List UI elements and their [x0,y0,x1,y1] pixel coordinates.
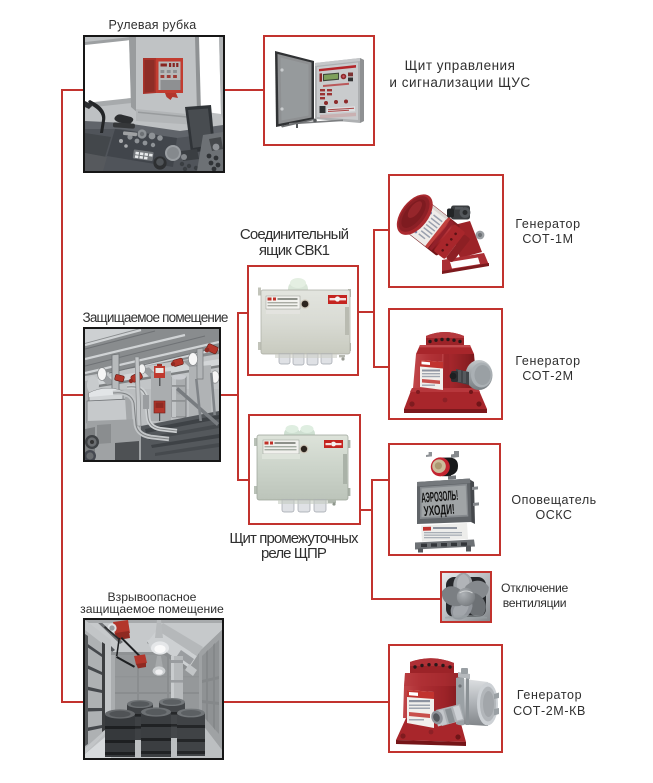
svg-text:УХОДИ!: УХОДИ! [423,501,455,519]
svg-text:АЭРОЗОЛЬ!: АЭРОЗОЛЬ! [421,487,459,506]
